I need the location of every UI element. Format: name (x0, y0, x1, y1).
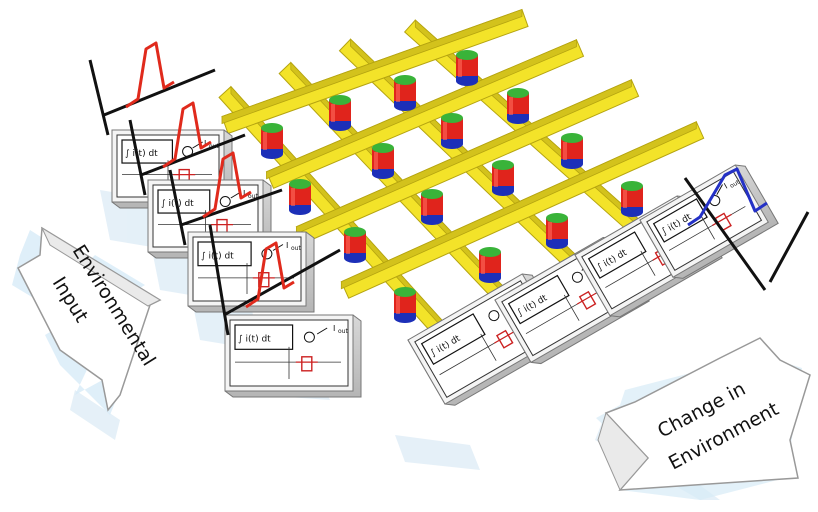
memristor (492, 160, 514, 196)
memristor (479, 247, 501, 283)
memristor (507, 88, 529, 124)
capacitor-icon (576, 290, 597, 310)
output-label: I (243, 189, 245, 198)
memristor (456, 50, 478, 86)
output-waveforms (683, 167, 810, 291)
integrator-icon (507, 274, 570, 325)
summing-junction-icon (571, 271, 583, 283)
memristor (421, 189, 443, 225)
capacitor-icon (252, 272, 275, 288)
integrator-icon (121, 139, 174, 164)
input-waveform (168, 151, 283, 246)
output-label: I (286, 241, 288, 250)
integral-label: ∫ i(t) dt (125, 149, 158, 159)
output-label-sub: out (248, 193, 258, 200)
integrator-icon (652, 198, 708, 243)
memristor (546, 213, 568, 249)
memristor (289, 179, 311, 215)
crossbar-row (340, 121, 705, 299)
memristor (394, 75, 416, 111)
crossbar-row (295, 79, 640, 244)
capacitor-icon (295, 356, 318, 372)
memristor (344, 227, 366, 263)
environmental-input-arrow: Environmental Input (12, 226, 162, 415)
output-label: I (204, 139, 206, 148)
memristor (329, 95, 351, 131)
summing-junction-icon (303, 331, 315, 343)
integral-label: ∫ i(t) dt (238, 335, 271, 345)
output-label-sub: out (338, 328, 348, 335)
memristor (372, 143, 394, 179)
integral-label: ∫ i(t) dt (201, 251, 234, 261)
output-waveform (683, 167, 810, 291)
memristor (621, 181, 643, 217)
output-label: I (722, 182, 729, 191)
input-waveform (208, 224, 341, 336)
memristor (441, 113, 463, 149)
input-waveform (88, 41, 216, 136)
summing-junction-icon (219, 196, 231, 208)
capacitor-icon (494, 329, 514, 349)
integrator-icon (234, 324, 294, 350)
output-label: I (333, 324, 335, 333)
memristor (561, 133, 583, 169)
change-in-environment-arrow: Change in Environment (596, 337, 811, 500)
integrator-icon (197, 241, 252, 267)
switch-icon (316, 327, 328, 335)
input-waveforms (88, 41, 341, 336)
memristor (394, 287, 416, 323)
crossbar-rows (221, 8, 705, 299)
input-waveform (128, 101, 246, 196)
integrator-icon (157, 189, 211, 214)
crossbar-row (221, 8, 529, 135)
switch-icon (716, 184, 723, 195)
integrator-icon (587, 231, 647, 279)
memristor (261, 123, 283, 159)
integrator-icon (420, 313, 486, 365)
memristor-array (261, 50, 643, 323)
output-label-sub: out (291, 245, 301, 252)
output-label-sub: out (729, 179, 742, 190)
summing-junction-icon (488, 310, 500, 322)
